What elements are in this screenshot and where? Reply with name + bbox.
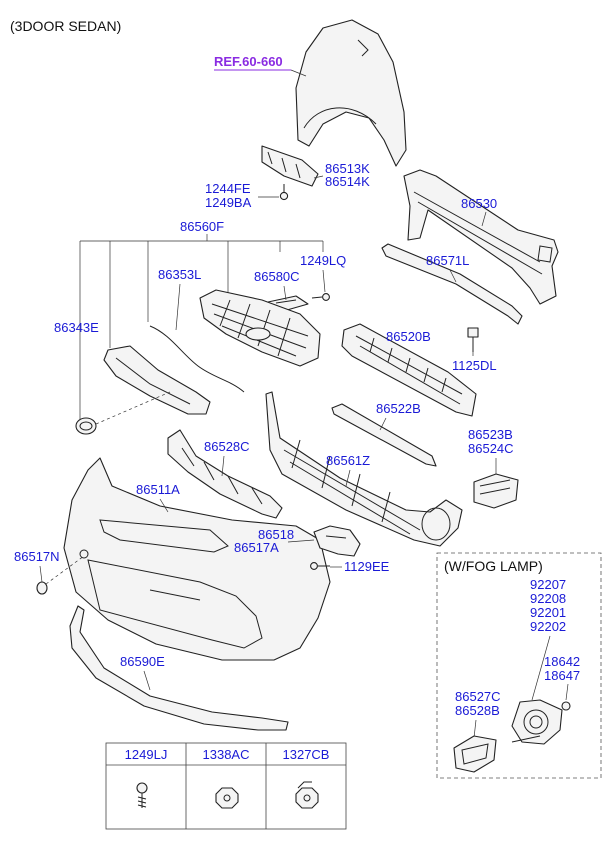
- label-92208[interactable]: 92208: [530, 591, 566, 606]
- label-86518[interactable]: 86518: [258, 527, 294, 542]
- label-18647[interactable]: 18647: [544, 668, 580, 683]
- upper-grille-part: [199, 289, 321, 367]
- label-1125dl[interactable]: 1125DL: [452, 358, 497, 373]
- reference-leader: [290, 69, 307, 77]
- leader-lip-molding: [379, 417, 387, 431]
- label-92201[interactable]: 92201: [530, 605, 566, 620]
- screw-side-part: [310, 562, 330, 570]
- side-bracket-part: [313, 525, 361, 557]
- label-86571l[interactable]: 86571L: [426, 253, 469, 268]
- fog-lamp-title: (W/FOG LAMP): [444, 558, 543, 574]
- label-86523b[interactable]: 86523B: [468, 427, 513, 442]
- label-86524c[interactable]: 86524C: [468, 441, 514, 456]
- leader-bracket-grille: [283, 285, 287, 301]
- leader-lower-grille: [345, 469, 351, 487]
- label-86528c[interactable]: 86528C: [204, 439, 250, 454]
- leader-fog-bezel: [473, 719, 477, 739]
- leader-fender-bracket: [313, 175, 324, 179]
- leader-beam: [481, 211, 487, 227]
- variant-title: (3DOOR SEDAN): [10, 18, 121, 34]
- label-86528b[interactable]: 86528B: [455, 703, 500, 718]
- bulb-part: [561, 701, 571, 711]
- label-1249ba[interactable]: 1249BA: [205, 195, 252, 210]
- lip-molding-part: [331, 403, 437, 467]
- clip-nut-icon: [295, 781, 319, 809]
- label-86343e[interactable]: 86343E: [54, 320, 99, 335]
- table-header-1249lj[interactable]: 1249LJ: [125, 747, 168, 762]
- leader-screw-grille: [322, 269, 326, 293]
- energy-absorber-part: [341, 323, 477, 417]
- label-86560f[interactable]: 86560F: [180, 219, 224, 234]
- table-header-1338ac[interactable]: 1338AC: [203, 747, 250, 762]
- leader-side-bracket: [287, 539, 315, 543]
- screw-icon: [136, 782, 148, 808]
- garnish-wire-part: [149, 325, 245, 393]
- fender-bracket-part: [261, 145, 319, 187]
- screw-grille-part: [311, 293, 330, 301]
- bumper-cover-part: [63, 457, 331, 661]
- fog-cover-part: [473, 473, 519, 509]
- bolt-beam-part: [467, 327, 479, 352]
- label-1244fe[interactable]: 1244FE: [205, 181, 251, 196]
- label-86517n[interactable]: 86517N: [14, 549, 60, 564]
- leader-garnish: [175, 283, 181, 331]
- label-92207[interactable]: 92207: [530, 577, 566, 592]
- leader-fog-lamp: [531, 635, 551, 701]
- reference-link[interactable]: REF.60-660: [214, 54, 283, 69]
- label-86530[interactable]: 86530: [461, 196, 497, 211]
- nut-icon: [215, 787, 239, 809]
- table-header-1327cb[interactable]: 1327CB: [283, 747, 330, 762]
- grille-assy-leader: [79, 234, 324, 428]
- label-86580c[interactable]: 86580C: [254, 269, 300, 284]
- emblem-part: [75, 417, 97, 435]
- label-86561z[interactable]: 86561Z: [326, 453, 370, 468]
- bumper-beam-part: [403, 169, 559, 305]
- leader-bulb: [565, 683, 569, 701]
- label-86513k[interactable]: 86513K: [325, 161, 370, 176]
- label-1249lq[interactable]: 1249LQ: [300, 253, 346, 268]
- leader-bumper-cover: [159, 498, 169, 513]
- cap-part: [36, 581, 48, 595]
- fender-part: [295, 19, 407, 167]
- label-86590e[interactable]: 86590E: [120, 654, 165, 669]
- label-86517a[interactable]: 86517A: [234, 540, 279, 555]
- leader-lower-lip: [143, 670, 151, 691]
- absorber-rod-part: [381, 243, 523, 325]
- label-86353l[interactable]: 86353L: [158, 267, 201, 282]
- leader-absorber: [449, 269, 457, 283]
- cap-dash: [45, 555, 85, 585]
- leader-cap: [39, 565, 43, 583]
- support-bracket-part: [167, 429, 283, 519]
- label-86522b[interactable]: 86522B: [376, 401, 421, 416]
- label-86514k[interactable]: 86514K: [325, 174, 370, 189]
- fastener-table: [105, 742, 347, 830]
- label-1129ee[interactable]: 1129EE: [344, 559, 390, 574]
- screw-top-part: [279, 184, 289, 201]
- label-92202[interactable]: 92202: [530, 619, 566, 634]
- fog-bezel-part: [453, 735, 497, 773]
- lower-lip-part: [69, 605, 289, 731]
- label-86527c[interactable]: 86527C: [455, 689, 501, 704]
- leader-support-bracket: [221, 455, 225, 477]
- cover-net-part: [103, 345, 211, 415]
- label-86520b[interactable]: 86520B: [386, 329, 431, 344]
- label-18642[interactable]: 18642: [544, 654, 580, 669]
- lower-grille-part: [265, 391, 463, 547]
- fog-lamp-part: [511, 699, 563, 745]
- fog-lamp-box: [436, 552, 602, 779]
- emblem-dash: [95, 391, 171, 425]
- label-86511a[interactable]: 86511A: [136, 482, 180, 497]
